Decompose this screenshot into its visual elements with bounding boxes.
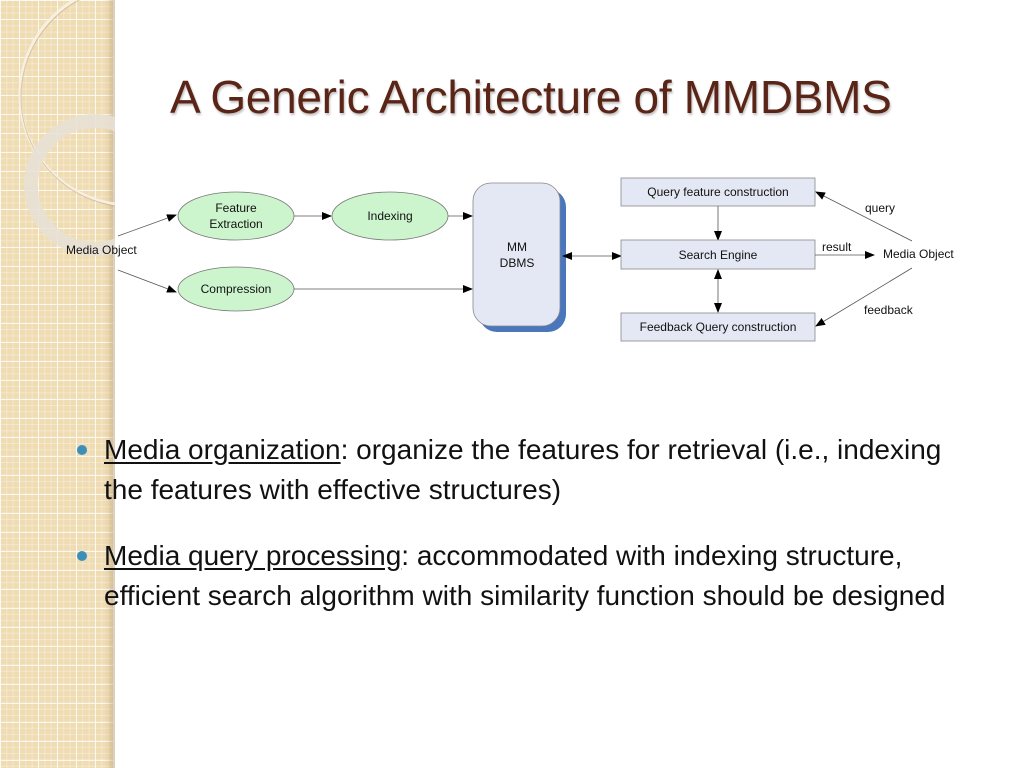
bullet-list: Media organization: organize the feature… xyxy=(72,430,972,642)
feature-extraction-label-line1: Feature xyxy=(215,201,257,215)
bullet-media-query-processing: Media query processing: accommodated wit… xyxy=(72,536,972,616)
bullet-term: Media query processing xyxy=(104,540,402,571)
mmdbms-box xyxy=(472,182,561,327)
decorative-ring-large-shadow xyxy=(20,0,115,207)
bullet-media-organization: Media organization: organize the feature… xyxy=(72,430,972,510)
node-feedback-query-construction: Feedback Query construction xyxy=(620,312,816,342)
architecture-diagram: Media Object Feature Extraction Indexing… xyxy=(66,177,954,342)
input-media-object-label: Media Object xyxy=(66,243,137,257)
slide-title: A Generic Architecture of MMDBMS xyxy=(170,71,892,123)
edge-label-query: query xyxy=(865,201,895,215)
bullet-dot-icon xyxy=(77,551,87,561)
edge-media-to-feedback xyxy=(815,267,913,327)
bullet-text: : accommodated with indexing structure, … xyxy=(104,540,946,611)
edge-label-result: result xyxy=(822,240,852,254)
feedback-query-label: Feedback Query construction xyxy=(640,320,797,334)
feature-extraction-label-line2: Extraction xyxy=(209,217,262,231)
node-indexing: Indexing xyxy=(331,191,449,241)
search-engine-label: Search Engine xyxy=(679,248,758,262)
indexing-label: Indexing xyxy=(367,209,412,223)
edge-media-to-feature xyxy=(117,214,177,237)
search-engine-box xyxy=(620,239,816,270)
node-search-engine: Search Engine xyxy=(620,239,816,270)
edge-media-to-query xyxy=(815,191,913,242)
node-mmdbms: MM DBMS xyxy=(472,182,566,332)
feedback-query-box xyxy=(620,312,816,342)
decorative-circles xyxy=(18,0,115,256)
edge-label-feedback: feedback xyxy=(864,303,914,317)
query-feature-label: Query feature construction xyxy=(647,185,788,199)
feature-extraction-ellipse xyxy=(177,191,295,241)
decorative-ring-large xyxy=(18,0,115,206)
bullet-text: : organize the features for retrieval (i… xyxy=(104,434,942,505)
mmdbms-label-line1: MM xyxy=(507,240,527,254)
sidebar-shadow xyxy=(105,0,115,768)
query-feature-box xyxy=(620,177,816,207)
bullet-dot-icon xyxy=(77,445,87,455)
node-query-feature-construction: Query feature construction xyxy=(620,177,816,207)
node-compression: Compression xyxy=(177,266,295,312)
node-feature-extraction: Feature Extraction xyxy=(177,191,295,241)
decorative-ring-small xyxy=(24,114,115,256)
compression-label: Compression xyxy=(201,282,272,296)
output-media-object-label: Media Object xyxy=(883,247,954,261)
edge-media-to-compression xyxy=(117,269,177,293)
mmdbms-label-line2: DBMS xyxy=(500,256,535,270)
bullet-term: Media organization xyxy=(104,434,341,465)
